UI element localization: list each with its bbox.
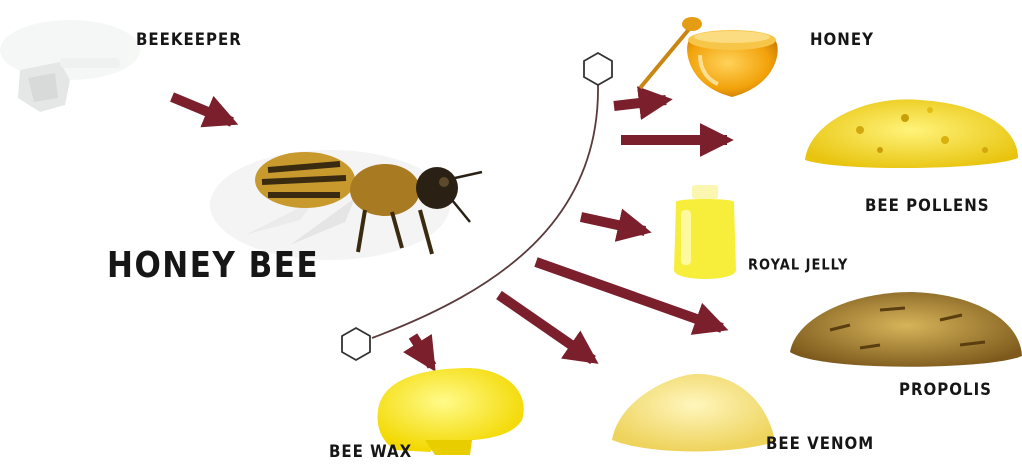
arrow-to-royal-jelly	[581, 217, 645, 231]
bee-pollens-image	[805, 99, 1018, 168]
royal-jelly-image	[674, 185, 736, 279]
honey-label: HONEY	[810, 29, 874, 50]
honey-bee-title: HONEY BEE	[107, 245, 319, 286]
bee-pollens-label: BEE POLLENS	[865, 195, 990, 216]
arrow-to-bee-wax	[413, 336, 432, 366]
arrow-to-bee-venom	[499, 295, 593, 360]
bee-venom-label: BEE VENOM	[766, 433, 874, 454]
honey-bee-image	[210, 150, 482, 260]
honey-jar-image	[640, 17, 778, 97]
beekeeper-label: BEEKEEPER	[136, 29, 242, 50]
arrow-to-honey	[614, 100, 666, 106]
arrow-beekeeper-to-bee	[172, 97, 232, 122]
propolis-label: PROPOLIS	[899, 379, 992, 400]
bee-venom-image	[612, 374, 775, 452]
royal-jelly-label: ROYAL JELLY	[748, 257, 848, 274]
hexagon-bottom-icon	[342, 328, 370, 360]
hexagon-top-icon	[584, 53, 612, 85]
beekeeper-image	[0, 20, 140, 112]
bee-wax-label: BEE WAX	[329, 441, 412, 462]
propolis-image	[790, 292, 1022, 367]
